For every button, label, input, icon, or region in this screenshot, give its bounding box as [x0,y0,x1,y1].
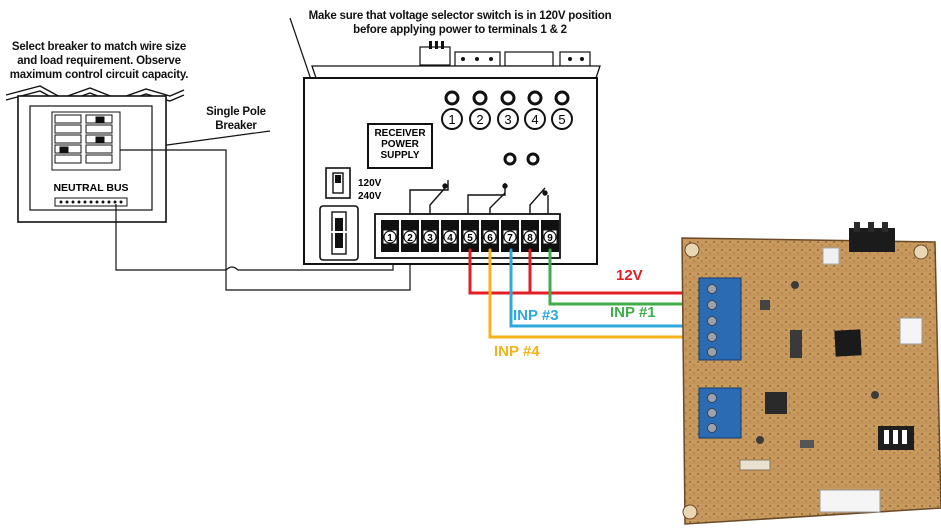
wire-label-inp4: INP #4 [494,343,540,360]
neutral-bus-screws [59,200,123,204]
colored-wires [468,248,692,339]
top-terminal-1: 1 [441,90,463,130]
top-terminal-label: 4 [531,112,538,127]
receiver-label-line1: RECEIVER [374,128,426,139]
wire-12v-a [468,248,692,295]
terminal-9: 9 [541,220,559,252]
wire-label-inp1: INP #1 [610,304,656,321]
top-terminal-5: 5 [551,90,573,130]
wire-inp4 [488,248,692,339]
top-terminal-4: 4 [524,90,546,130]
voltage-120-label: 120V [358,178,382,189]
terminal-2: 2 [401,220,419,252]
voltage-selector-note: Make sure that voltage selector switch i… [308,10,612,36]
wire-inp3 [509,248,692,328]
input-terminal-block-top [698,277,742,361]
terminal-5: 5 [461,220,479,252]
top-terminal-label: 1 [448,112,455,127]
relay-contacts [409,180,549,215]
receiver-label-line3: SUPPLY [380,150,419,161]
single-pole-breaker-note: Single Pole Breaker [206,106,266,132]
top-terminal-label: 5 [558,112,565,127]
terminal-label: 6 [487,233,493,244]
top-terminal-3: 3 [497,90,519,130]
terminal-label: 2 [407,233,413,244]
terminal-label: 5 [467,233,473,244]
breaker-panel: NEUTRAL BUS [5,85,185,223]
terminal-label: 1 [387,233,393,244]
top-terminal-label: 2 [476,112,483,127]
neutral-bus-label: NEUTRAL BUS [53,182,128,194]
breaker-stack [51,111,121,171]
voltage-240-label: 240V [358,191,382,202]
terminal-7: 7 [501,220,519,252]
terminal-8: 8 [521,220,539,252]
terminal-label: 4 [447,233,453,244]
receiver-label-line2: POWER [381,139,420,150]
terminal-block: 1 2 3 4 5 6 7 8 9 [381,220,559,252]
breaker-selection-note: Select breaker to match wire size and lo… [9,41,189,81]
terminal-3: 3 [421,220,439,252]
terminal-6: 6 [481,220,499,252]
indicator-lamp [503,152,517,166]
terminal-1: 1 [381,220,399,252]
terminal-label: 8 [527,233,533,244]
wire-label-12v: 12V [616,267,643,284]
terminal-4: 4 [441,220,459,252]
wire-inp1 [548,248,692,306]
terminal-label: 9 [547,233,553,244]
top-terminal-label: 3 [504,112,511,127]
top-terminal-2: 2 [469,90,491,130]
top-terminal-group: 1 2 3 4 5 [441,90,573,166]
wire-label-inp3: INP #3 [513,307,559,324]
input-pcb-board [681,222,941,525]
input-terminal-block-bottom [698,387,742,439]
terminal-label: 3 [427,233,433,244]
terminal-label: 7 [507,233,513,244]
supply-wires [115,149,411,291]
indicator-lamp [526,152,540,166]
